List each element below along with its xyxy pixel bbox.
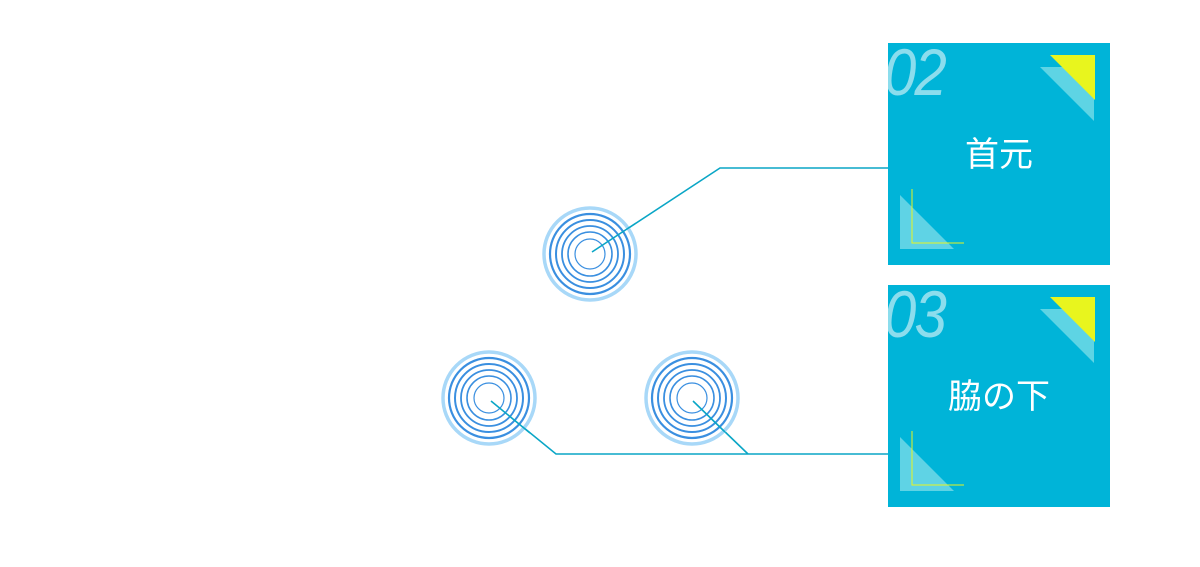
leader-line-neck — [591, 167, 888, 253]
card-number: 02 — [888, 43, 947, 109]
corner-triangle-icon — [900, 55, 1095, 249]
card-label: 脇の下 — [948, 377, 1050, 417]
leader-line-neck-inner — [591, 226, 631, 253]
target-rings-icon-armpit-right — [644, 350, 740, 446]
card-number: 03 — [888, 285, 947, 351]
label-card-armpit: 03 脇の下 — [888, 285, 1110, 507]
label-card-neck: 02 首元 — [888, 43, 1110, 265]
leader-line-armpit-branch-inner — [692, 400, 726, 433]
target-rings-icon-armpit-left — [441, 350, 537, 446]
corner-triangle-icon — [900, 297, 1095, 491]
card-label: 首元 — [965, 135, 1033, 175]
leader-line-armpit-inner — [490, 400, 531, 434]
target-rings-icon-neck — [542, 206, 638, 302]
